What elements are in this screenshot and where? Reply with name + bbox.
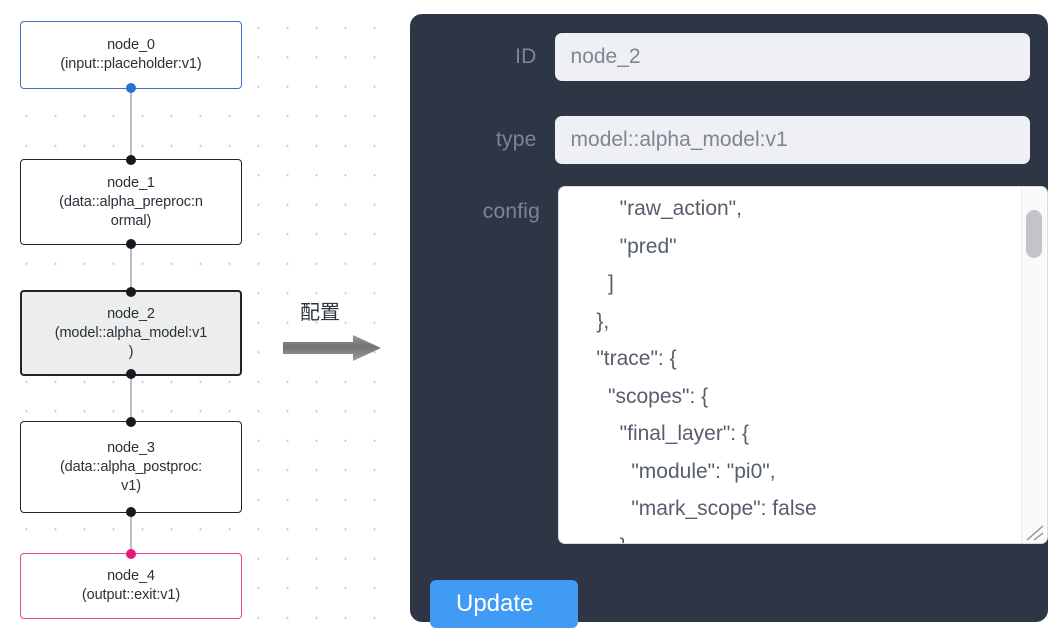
- config-textarea-wrapper: [558, 186, 1048, 544]
- node-subtitle-line2: ): [128, 343, 134, 360]
- graph-node-node_3[interactable]: node_3 (data::alpha_postproc: v1): [20, 417, 242, 517]
- node-handle-top[interactable]: [126, 417, 136, 427]
- graph-node-node_4[interactable]: node_4 (output::exit:v1): [20, 549, 242, 619]
- update-button[interactable]: Update: [430, 580, 578, 628]
- arrow-right-icon: [283, 335, 381, 361]
- config-textarea[interactable]: [559, 187, 1047, 543]
- node-subtitle-line1: (data::alpha_postproc:: [59, 458, 203, 475]
- node-title: node_4: [107, 568, 155, 584]
- edge-node3-node4: [130, 512, 132, 554]
- edge-node1-node2: [130, 244, 132, 292]
- node-subtitle-line2: v1): [121, 477, 141, 494]
- node-title: node_3: [107, 439, 155, 456]
- id-field-label: ID: [515, 45, 537, 68]
- node-handle-bottom[interactable]: [126, 83, 136, 93]
- node-title: node_1: [107, 174, 155, 191]
- edge-node2-node3: [130, 374, 132, 422]
- edge-node0-node1: [130, 88, 132, 160]
- field-row-config: config: [430, 186, 1048, 544]
- id-input[interactable]: [554, 33, 1030, 81]
- node-subtitle-line2: ormal): [110, 212, 152, 229]
- node-handle-bottom[interactable]: [126, 239, 136, 249]
- field-row-id: ID: [430, 33, 1030, 81]
- node-handle-top[interactable]: [126, 549, 136, 559]
- field-row-type: type: [430, 116, 1030, 164]
- config-field-label: config: [482, 200, 540, 223]
- node-subtitle-line1: (model::alpha_model:v1: [54, 324, 208, 341]
- graph-node-node_0[interactable]: node_0 (input::placeholder:v1): [20, 21, 242, 93]
- node-handle-bottom[interactable]: [126, 507, 136, 517]
- node-subtitle-line1: (data::alpha_preproc:n: [59, 193, 203, 210]
- node-handle-top[interactable]: [126, 155, 136, 165]
- transition-label: 配置: [300, 300, 340, 324]
- graph-canvas[interactable]: node_0 (input::placeholder:v1) node_1 (d…: [0, 0, 400, 643]
- config-scrollbar-thumb[interactable]: [1026, 210, 1042, 258]
- node-subtitle: (input::placeholder:v1): [60, 56, 202, 72]
- node-title: node_0: [107, 37, 155, 53]
- resize-grip-icon[interactable]: [1023, 522, 1045, 542]
- type-input[interactable]: [554, 116, 1030, 164]
- type-field-label: type: [496, 128, 537, 151]
- node-handle-bottom[interactable]: [126, 369, 136, 379]
- node-title: node_2: [107, 305, 155, 322]
- graph-node-node_1[interactable]: node_1 (data::alpha_preproc:n ormal): [20, 155, 242, 249]
- node-subtitle: (output::exit:v1): [81, 587, 181, 603]
- config-scrollbar[interactable]: [1021, 188, 1046, 543]
- node-handle-top[interactable]: [126, 287, 136, 297]
- node-config-panel: ID type config Update: [410, 14, 1048, 628]
- graph-node-node_2[interactable]: node_2 (model::alpha_model:v1 ): [20, 287, 242, 379]
- transition-group: 配置: [283, 296, 393, 362]
